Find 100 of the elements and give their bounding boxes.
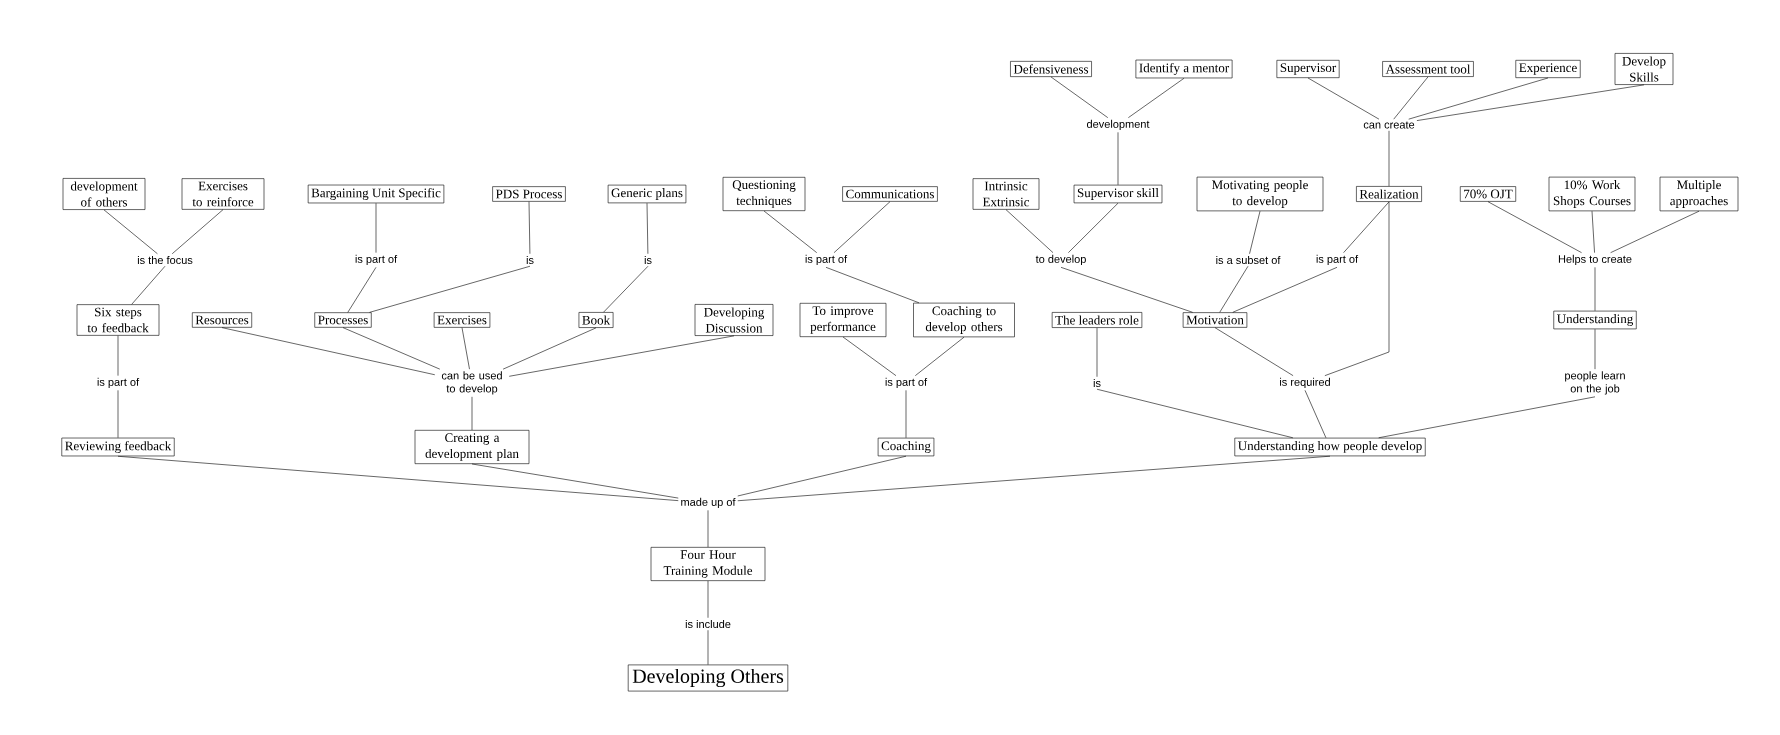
connector-line — [375, 203, 377, 253]
connector-line — [1068, 202, 1119, 253]
connector-line — [502, 327, 597, 370]
connector-line — [1416, 84, 1645, 121]
linking-phrase: is required — [1280, 377, 1330, 389]
connector-line — [221, 327, 436, 376]
concept-box: Questioning techniques — [722, 177, 806, 211]
linking-phrase: is part of — [97, 377, 140, 389]
connector-line — [1128, 78, 1185, 118]
concept-box: Exercises to reinforce — [181, 178, 265, 210]
linking-phrase: is a subset of — [1216, 255, 1281, 265]
connector-line — [117, 390, 119, 438]
connector-line — [1378, 396, 1596, 439]
connector-line — [707, 510, 709, 548]
connector-line — [707, 580, 709, 619]
connector-line — [707, 629, 709, 665]
connector-line — [131, 265, 166, 305]
concept-box: Understanding how people develop — [1234, 437, 1426, 457]
linking-phrase: is the focus — [137, 255, 193, 265]
concept-box: Reviewing feedback — [61, 437, 175, 457]
connector-line — [825, 267, 920, 304]
connector-line — [1393, 76, 1429, 120]
linking-phrase: people learn on the job — [1565, 371, 1625, 395]
linking-phrase: is — [644, 255, 652, 265]
connector-line — [471, 396, 473, 431]
connector-line — [171, 209, 224, 255]
connector-line — [763, 210, 818, 253]
linking-phrase: to develop — [1035, 254, 1086, 266]
connector-line — [461, 327, 470, 370]
connector-line — [528, 201, 531, 255]
linking-phrase: is part of — [885, 377, 928, 389]
connector-line — [1594, 328, 1596, 370]
connector-line — [117, 335, 119, 376]
concept-box: 10% Work Shops Courses — [1548, 176, 1636, 212]
concept-box: Defensiveness — [1010, 61, 1092, 77]
concept-box: Coaching — [877, 437, 935, 457]
linking-phrase: is — [1093, 378, 1101, 388]
connector-line — [471, 463, 679, 499]
concept-box: Book — [578, 312, 614, 328]
linking-phrase: Helps to create — [1558, 254, 1632, 266]
concept-box: Realization — [1356, 186, 1422, 202]
concept-box: PDS Process — [492, 186, 566, 202]
concept-box: Intrinsic Extrinsic — [972, 178, 1040, 210]
concept-box: Resources — [192, 312, 253, 328]
concept-box: Motivation — [1182, 312, 1248, 328]
connector-line — [342, 327, 441, 370]
concept-box: Creating a development plan — [414, 430, 530, 464]
connector-line — [603, 265, 649, 313]
concept-box: Supervisor skill — [1073, 184, 1163, 204]
connector-line — [1060, 267, 1193, 313]
concept-box: Communications — [842, 186, 938, 202]
connector-line — [1487, 201, 1582, 253]
linking-phrase: is part of — [805, 254, 848, 266]
connector-line — [1219, 265, 1249, 313]
linking-phrase: can create — [1363, 121, 1415, 129]
concept-box: Four Hour Training Module — [650, 547, 766, 581]
connector-line — [737, 455, 1331, 502]
connector-line — [369, 265, 531, 313]
concept-box: Assessment tool — [1382, 61, 1474, 77]
concept-box: Developing Others — [627, 664, 789, 692]
concept-box: Six steps to feedback — [76, 304, 160, 336]
concept-box: Exercises — [433, 312, 491, 328]
connector-line — [1343, 201, 1390, 253]
connector-line — [646, 202, 649, 255]
connector-line — [1594, 267, 1596, 312]
connector-line — [1610, 210, 1700, 253]
concept-box: The leaders role — [1051, 312, 1143, 328]
linking-phrase: is part of — [1316, 254, 1359, 266]
connector-line — [508, 335, 735, 377]
connector-line — [1324, 201, 1390, 376]
connector-line — [1388, 130, 1390, 187]
linking-phrase: is — [526, 255, 534, 265]
connector-line — [1232, 267, 1338, 313]
connector-line — [1096, 388, 1294, 439]
connector-line — [915, 336, 965, 376]
connector-line — [1307, 77, 1380, 120]
linking-phrase: is part of — [355, 254, 398, 266]
connector-line — [1214, 327, 1294, 376]
connector-line — [1249, 210, 1261, 255]
concept-box: Processes — [314, 312, 372, 328]
linking-phrase: can be used to develop — [441, 371, 502, 395]
concept-box: development of others — [62, 178, 146, 210]
connector-line — [1304, 390, 1327, 439]
connector-line — [1408, 77, 1549, 120]
connector-line — [1096, 327, 1098, 378]
connector-line — [1591, 210, 1595, 253]
connector-line — [842, 336, 897, 376]
connector-line — [1050, 76, 1109, 118]
connector-line — [117, 455, 679, 501]
concept-box: Identify a mentor — [1135, 59, 1233, 79]
connector-line — [1005, 209, 1054, 253]
linking-phrase: made up of — [681, 497, 736, 509]
concept-box: Motivating people to develop — [1196, 176, 1324, 212]
connector-line — [347, 267, 377, 313]
connector-line — [833, 201, 891, 253]
concept-box: Supervisor — [1276, 60, 1340, 78]
concept-box: Bargaining Unit Specific — [307, 184, 445, 204]
connector-line — [103, 209, 158, 255]
concept-box: Developing Discussion — [694, 304, 774, 336]
concept-box: Experience — [1515, 60, 1581, 78]
